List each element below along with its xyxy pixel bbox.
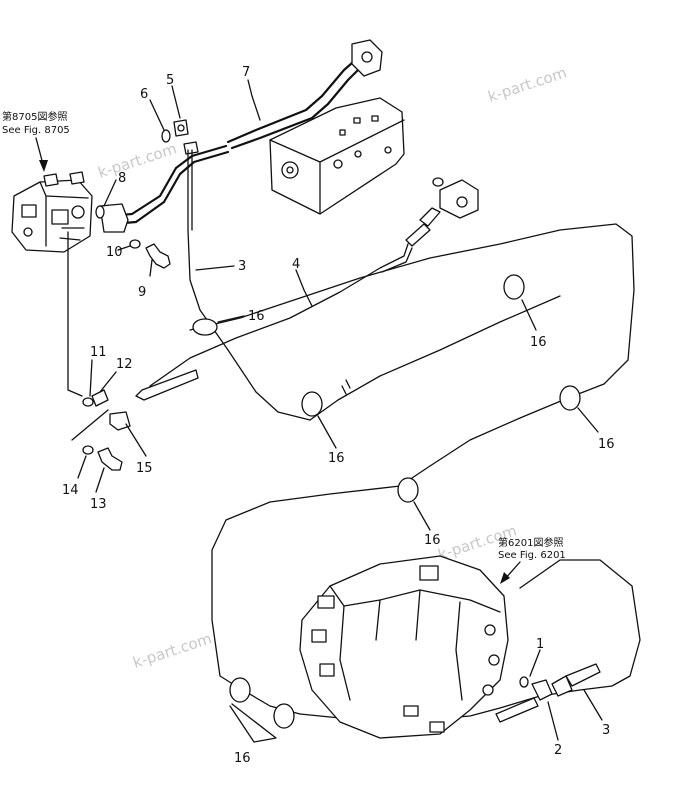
bracket-parts-11-15 <box>67 231 131 471</box>
hose-loop-lower <box>211 485 401 687</box>
tube-part-7 <box>99 39 383 233</box>
watermark-bottom-left: k-part.com <box>131 629 214 671</box>
callout-16-e: 16 <box>424 533 441 548</box>
callout-2: 2 <box>554 743 562 758</box>
callout-16-a: 16 <box>248 309 265 324</box>
reference-8705-en: See Fig. 8705 <box>2 125 70 136</box>
callout-16-c: 16 <box>328 451 345 466</box>
callout-15: 15 <box>136 461 153 476</box>
callout-5: 5 <box>166 73 174 88</box>
clamps-part-16 <box>192 274 581 729</box>
callout-11: 11 <box>90 345 107 360</box>
callout-16-b: 16 <box>530 335 547 350</box>
callout-3-lower: 3 <box>602 723 610 738</box>
callout-1: 1 <box>536 637 544 652</box>
main-control-valve <box>299 555 509 739</box>
callout-16-f: 16 <box>234 751 251 766</box>
callout-4: 4 <box>292 257 300 272</box>
callout-10: 10 <box>106 245 123 260</box>
fitting-parts-1-2-3-lower <box>495 663 601 723</box>
callout-3-upper: 3 <box>238 259 246 274</box>
callout-8: 8 <box>118 171 126 186</box>
reference-6201-en: See Fig. 6201 <box>498 550 566 561</box>
reference-8705-jp: 第8705図参照 <box>2 110 67 123</box>
callout-6: 6 <box>140 87 148 102</box>
callout-16-d: 16 <box>598 437 615 452</box>
pilot-valve-left <box>11 171 93 253</box>
leader-lines <box>77 79 603 743</box>
callout-14: 14 <box>62 483 79 498</box>
watermark-top-right: k-part.com <box>486 63 569 105</box>
callout-9: 9 <box>138 285 146 300</box>
callout-12: 12 <box>116 357 133 372</box>
callout-13: 13 <box>90 497 107 512</box>
valve-block-top-right <box>269 97 479 219</box>
fitting-parts-5-6-8-9-10 <box>95 119 199 269</box>
watermark-top-left: k-part.com <box>96 139 179 181</box>
hose-loop-right <box>189 223 635 487</box>
callout-7: 7 <box>242 65 250 80</box>
reference-6201-jp: 第6201図参照 <box>498 536 563 549</box>
tube-part-4 <box>135 207 441 401</box>
